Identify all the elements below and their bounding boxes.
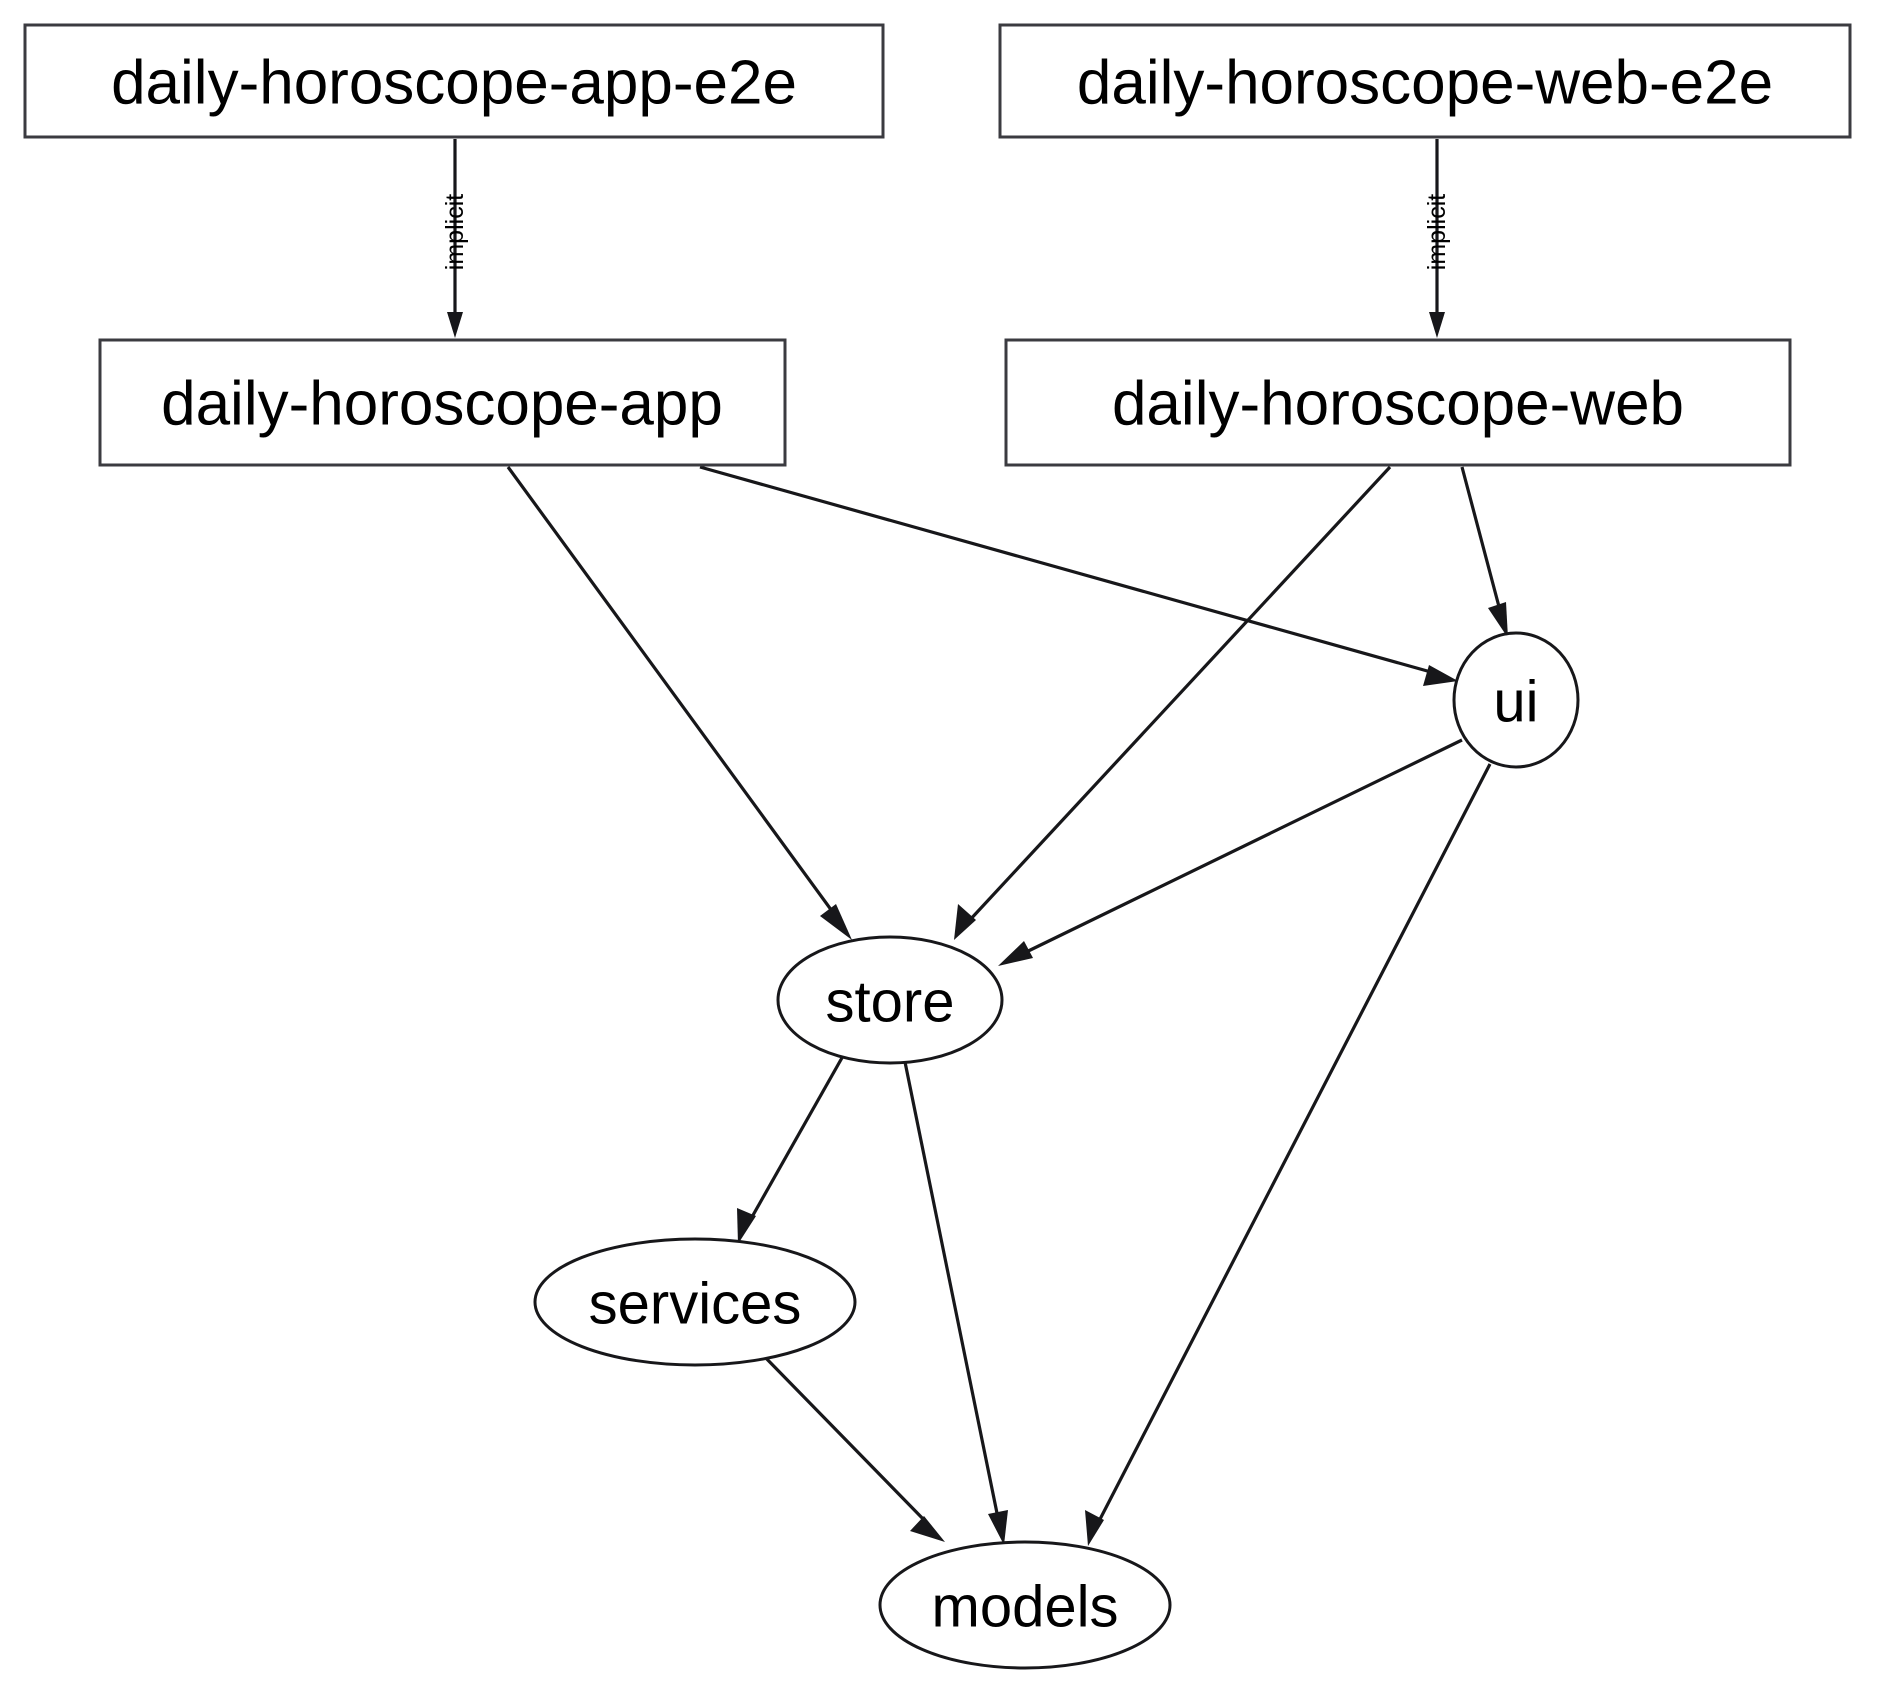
edge-label-implicit: implicit xyxy=(1423,194,1451,270)
edge-app-to-ui[interactable] xyxy=(699,465,1458,686)
edge-store-to-models[interactable] xyxy=(903,1061,1008,1545)
node-ellipse-shape xyxy=(533,1237,857,1367)
node-daily-horoscope-web[interactable]: daily-horoscope-web xyxy=(1004,338,1792,467)
arrowhead-icon xyxy=(910,1516,945,1542)
node-daily-horoscope-app-e2e[interactable]: daily-horoscope-app-e2e xyxy=(23,23,885,139)
edge-line xyxy=(1460,466,1504,619)
edge-services-to-models[interactable] xyxy=(758,1350,945,1542)
node-box-shape xyxy=(98,338,787,467)
edge-label-implicit: implicit xyxy=(441,194,469,270)
arrowhead-icon xyxy=(1429,312,1445,338)
node-ellipse-shape xyxy=(1452,631,1580,769)
arrowhead-icon xyxy=(820,904,852,940)
edge-line xyxy=(1017,738,1463,958)
edge-line xyxy=(746,1055,845,1225)
arrowhead-icon xyxy=(954,904,976,940)
arrowhead-icon xyxy=(1423,665,1458,686)
edge-line xyxy=(966,465,1392,924)
edge-store-to-services[interactable] xyxy=(737,1055,845,1244)
edge-line xyxy=(1095,763,1492,1526)
edge-web-to-ui[interactable] xyxy=(1460,466,1508,638)
node-box-shape xyxy=(23,23,885,139)
edge-line xyxy=(506,466,842,923)
node-daily-horoscope-app[interactable]: daily-horoscope-app xyxy=(98,338,787,467)
edge-web-e2e-to-web[interactable]: implicit xyxy=(1423,139,1451,338)
node-group: daily-horoscope-app-e2e daily-horoscope-… xyxy=(23,23,1852,1670)
node-box-shape xyxy=(1004,338,1792,467)
node-ellipse-shape xyxy=(878,1540,1172,1670)
edge-group: implicit implicit xyxy=(441,139,1508,1546)
arrowhead-icon xyxy=(737,1208,756,1244)
node-models[interactable]: models xyxy=(878,1540,1172,1670)
arrowhead-icon xyxy=(1085,1510,1104,1546)
edge-line xyxy=(758,1350,930,1526)
node-store[interactable]: store xyxy=(776,935,1004,1065)
node-services[interactable]: services xyxy=(533,1237,857,1367)
arrowhead-icon xyxy=(988,1510,1008,1545)
node-daily-horoscope-web-e2e[interactable]: daily-horoscope-web-e2e xyxy=(998,23,1852,139)
edge-line xyxy=(903,1061,1001,1524)
arrowhead-icon xyxy=(447,312,463,338)
edge-app-e2e-to-app[interactable]: implicit xyxy=(441,139,469,338)
edge-line xyxy=(699,465,1439,676)
edge-web-to-store[interactable] xyxy=(954,465,1392,940)
edge-ui-to-store[interactable] xyxy=(998,738,1463,966)
arrowhead-icon xyxy=(1488,602,1508,638)
node-ellipse-shape xyxy=(776,935,1004,1065)
node-box-shape xyxy=(998,23,1852,139)
edge-ui-to-models[interactable] xyxy=(1085,763,1492,1546)
arrowhead-icon xyxy=(998,941,1033,966)
edge-app-to-store[interactable] xyxy=(506,466,852,940)
node-ui[interactable]: ui xyxy=(1452,631,1580,769)
